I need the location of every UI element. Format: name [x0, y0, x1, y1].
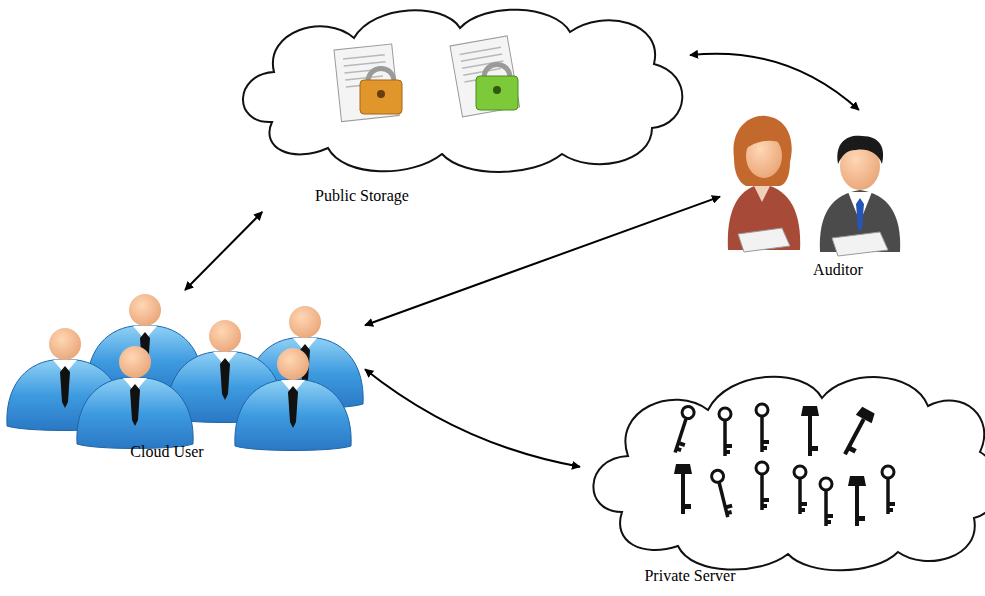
illustration-node: Public Storage	[230, 0, 690, 212]
illustration-node: Cloud User	[5, 290, 365, 466]
node-label: Public Storage	[315, 186, 409, 205]
node-label: Cloud User	[130, 442, 203, 461]
double-arrow	[365, 369, 580, 467]
node-label: Private Server	[644, 566, 735, 585]
double-arrow	[690, 54, 859, 110]
illustration-node: Auditor	[720, 110, 982, 283]
double-arrow	[185, 212, 262, 290]
node-label: Auditor	[813, 260, 863, 279]
double-arrow	[365, 197, 720, 326]
illustration-node: Private Server	[580, 360, 982, 592]
